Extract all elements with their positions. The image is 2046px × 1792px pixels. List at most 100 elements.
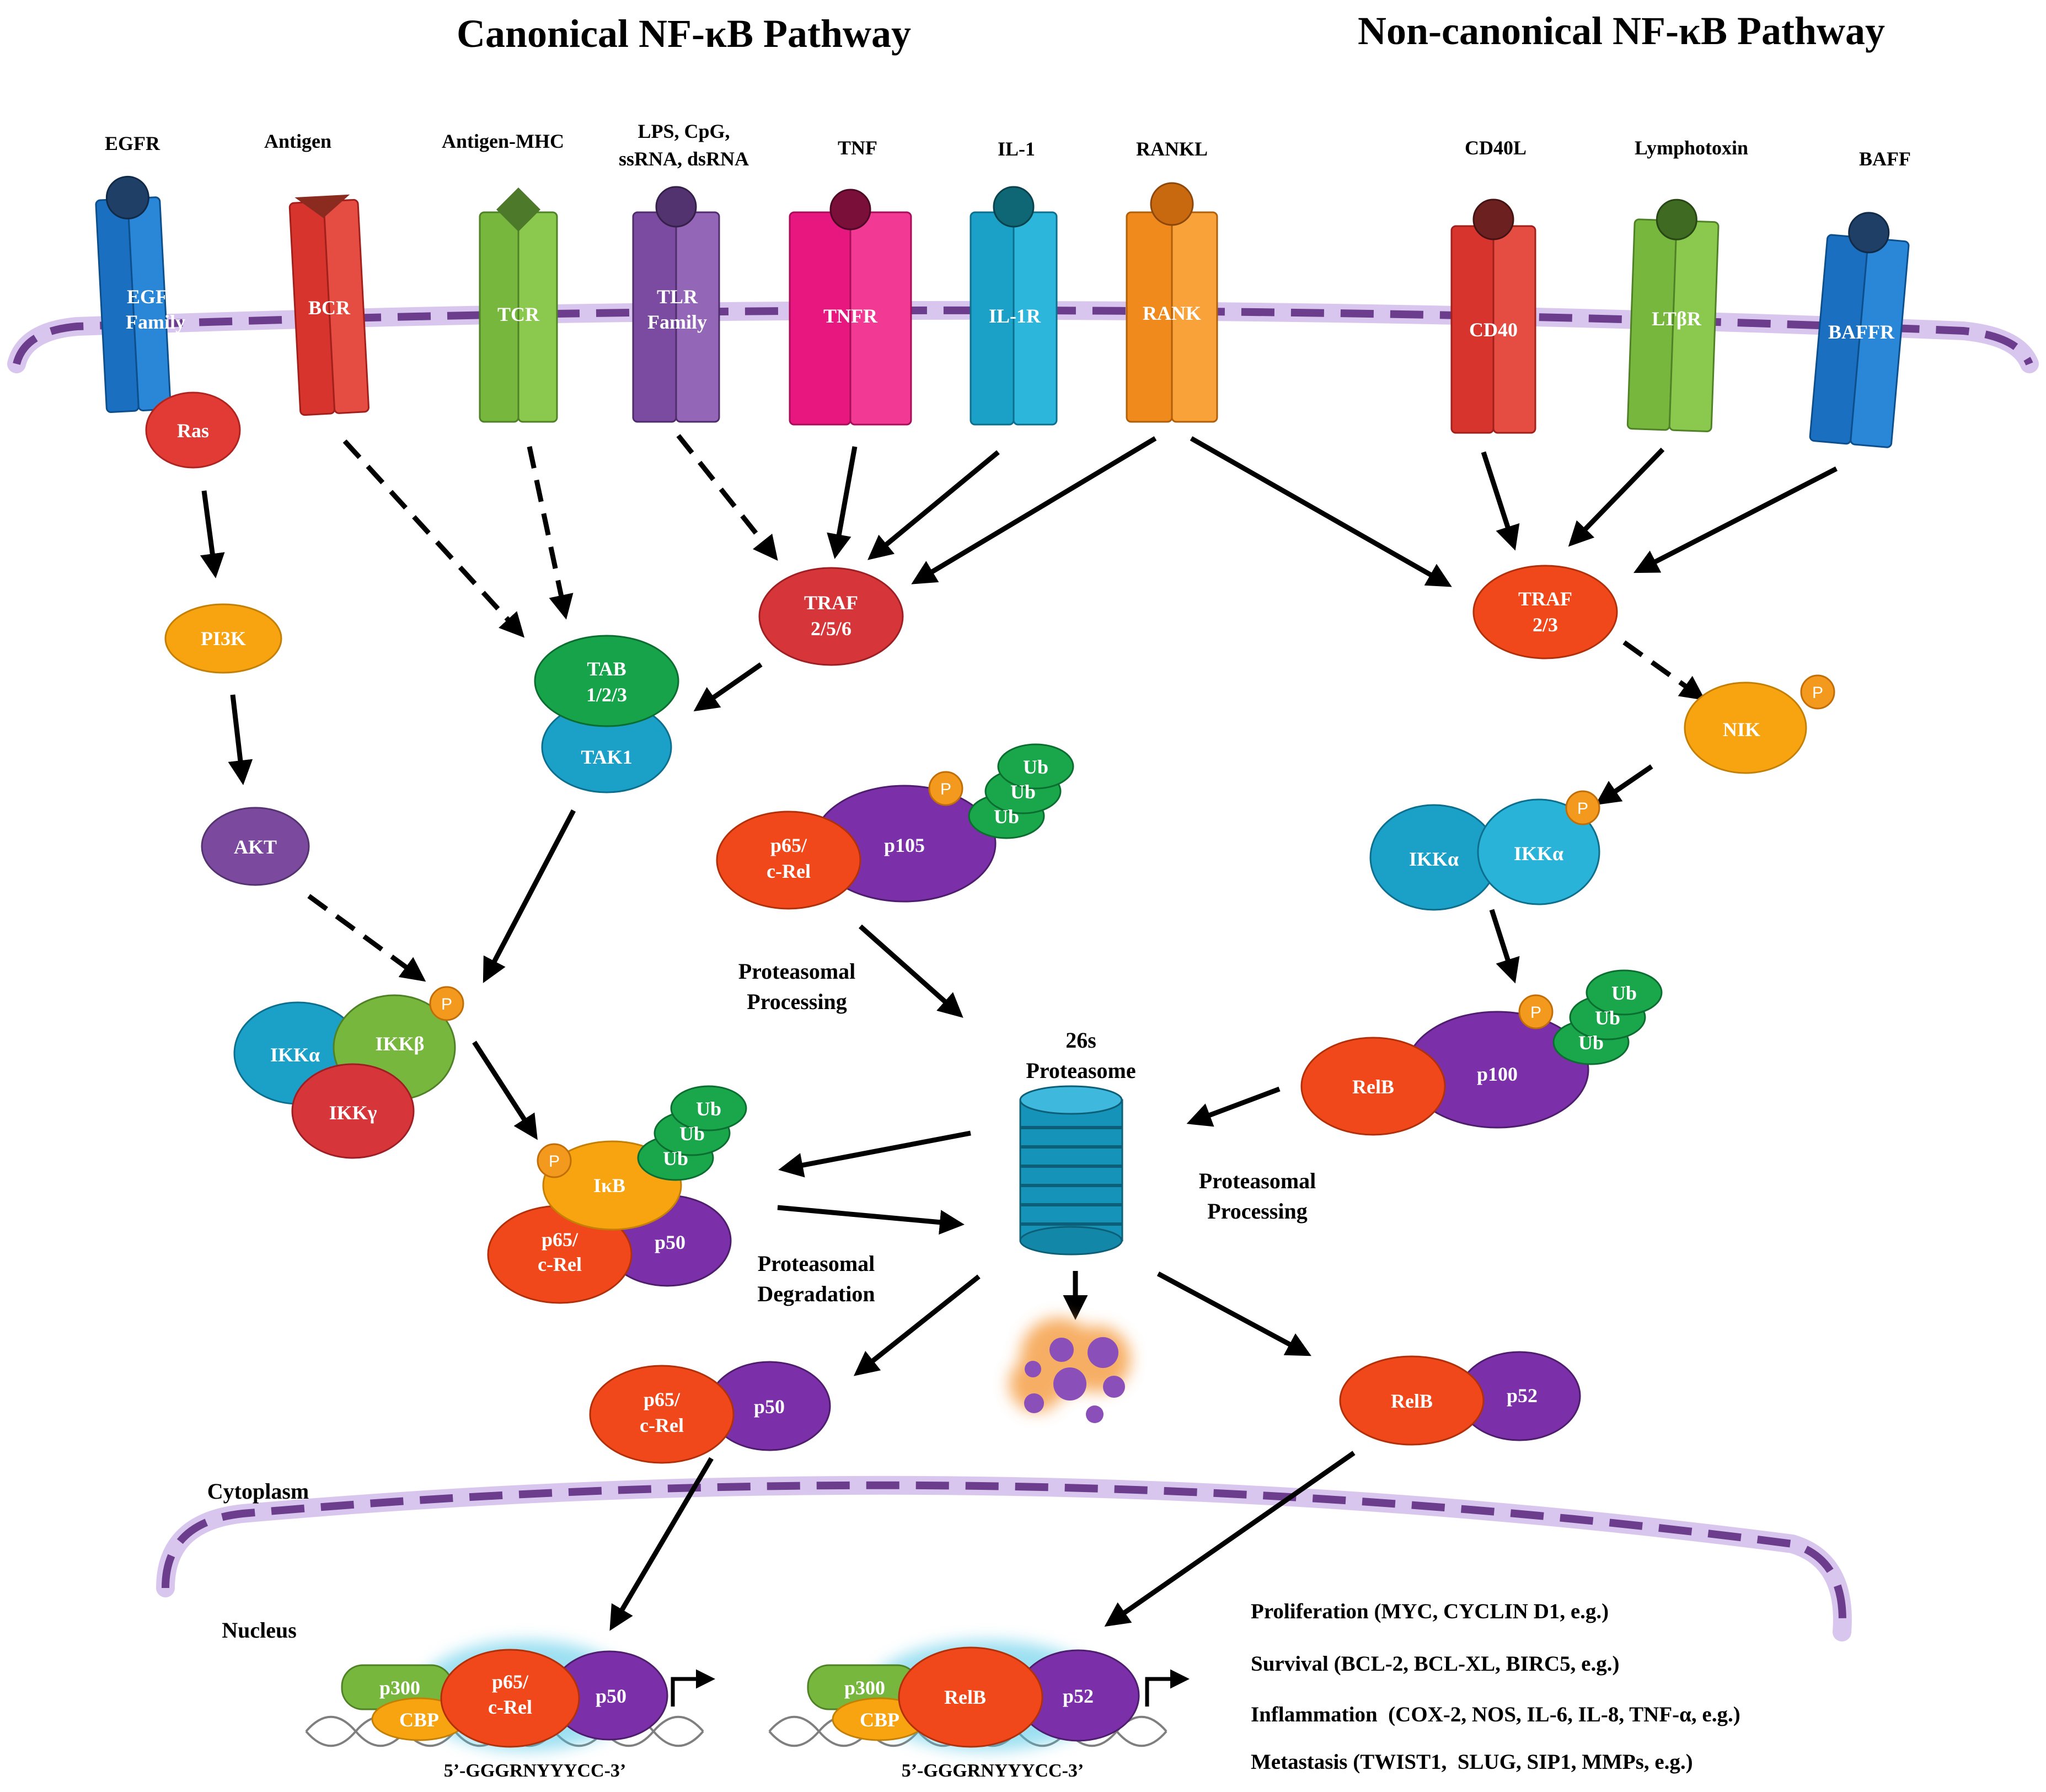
phospho-icon xyxy=(1565,790,1600,825)
arrows-dashed xyxy=(307,434,1706,982)
consensus-sequence-left: 5’-GGGRNYYYCC-3’ xyxy=(444,1761,626,1781)
node-akt-label: AKT xyxy=(234,836,277,858)
node-tak1-label: TAK1 xyxy=(581,746,632,768)
ligand-antigen-mhc-label: Antigen-MHC xyxy=(442,130,564,152)
receptor-egfr-family xyxy=(95,175,172,414)
proteasomal-processing-label-2: Processing xyxy=(747,989,847,1014)
outcome-inflammation: Inflammation (COX-2, NOS, IL-6, IL-8, TN… xyxy=(1251,1703,1740,1726)
receptor-rank-label: RANK xyxy=(1143,302,1201,324)
phospho-label: P xyxy=(1812,684,1823,702)
node-p300-label: p300 xyxy=(379,1677,420,1699)
ligand-rankl-label: RANKL xyxy=(1136,138,1208,160)
node-nik-label: NIK xyxy=(1723,718,1760,741)
arrows-solid xyxy=(200,436,1838,1631)
node-cbp-label: CBP xyxy=(860,1709,899,1731)
node-traf-23: TRAF 2/3 xyxy=(1472,565,1618,659)
node-p105-label: p105 xyxy=(884,834,925,856)
ubiquitin-label: Ub xyxy=(1595,1007,1620,1029)
transcription-start-icon xyxy=(671,1669,715,1707)
phospho-label: P xyxy=(1577,800,1588,818)
node-traf-256-label-2: 2/5/6 xyxy=(811,618,851,640)
ubiquitin-label: Ub xyxy=(1578,1032,1604,1054)
ubiquitin-label: Ub xyxy=(1010,781,1036,803)
node-p52-label: p52 xyxy=(1507,1385,1538,1407)
node-tab: TAB 1/2/3 xyxy=(534,635,679,727)
node-ikb-label: IκB xyxy=(593,1174,625,1197)
transcription-complex-left: p300 CBP p65/ c-Rel p50 xyxy=(341,1640,715,1751)
phospho-label: P xyxy=(1530,1004,1541,1022)
phospho-icon xyxy=(928,771,963,806)
receptor-egfr-label-2: Family xyxy=(126,311,185,333)
node-p65-label-2: c-Rel xyxy=(640,1414,684,1436)
node-cbp-label: CBP xyxy=(399,1709,439,1731)
node-akt: AKT xyxy=(201,807,310,886)
node-p50-label: p50 xyxy=(596,1685,626,1707)
receptor-il1r xyxy=(970,186,1058,426)
node-ikka-dimer: IKKα IKKα P xyxy=(1369,790,1600,911)
ubiquitin-label: Ub xyxy=(1023,756,1048,778)
receptor-tnfr-label: TNFR xyxy=(823,305,878,327)
ligand-lps-label-2: ssRNA, dsRNA xyxy=(619,148,749,170)
receptor-baffr-label: BAFFR xyxy=(1828,321,1895,343)
ubiquitin-icon xyxy=(670,1085,747,1131)
ligand-lymphotoxin-label: Lymphotoxin xyxy=(1635,137,1748,159)
node-p65-label: p65/ xyxy=(644,1388,681,1410)
receptor-tlr-label-2: Family xyxy=(647,311,707,333)
consensus-sequence-right: 5’-GGGRNYYYCC-3’ xyxy=(902,1761,1084,1781)
node-nik: NIK P xyxy=(1684,674,1835,774)
ligand-tnf-label: TNF xyxy=(838,137,877,159)
phospho-label: P xyxy=(549,1152,560,1171)
receptor-egfr-label: EGFR xyxy=(127,286,183,308)
outcome-proliferation: Proliferation (MYC, CYCLIN D1, e.g.) xyxy=(1251,1600,1609,1623)
cytoplasm-label: Cytoplasm xyxy=(207,1479,309,1504)
transcription-complex-right: p300 CBP RelB p52 xyxy=(807,1640,1190,1751)
receptor-bcr xyxy=(288,194,369,416)
receptor-tnfr xyxy=(789,189,912,426)
proteasome-label-2: Proteasome xyxy=(1026,1058,1136,1083)
node-p65-p50-dimer: p65/ c-Rel p50 xyxy=(589,1361,831,1464)
phospho-label: P xyxy=(441,995,452,1013)
proteasomal-processing-label-2: Processing xyxy=(1207,1199,1307,1224)
node-traf-256: TRAF 2/5/6 xyxy=(758,567,904,666)
node-pi3k-label: PI3K xyxy=(201,627,246,650)
nucleus-label: Nucleus xyxy=(222,1618,297,1643)
node-ikkg-label: IKKγ xyxy=(329,1102,377,1124)
node-ras-label: Ras xyxy=(177,420,209,442)
ligand-egfr-label: EGFR xyxy=(105,132,160,154)
proteasomal-degradation-label-2: Degradation xyxy=(757,1281,875,1306)
phospho-icon xyxy=(1518,994,1554,1029)
proteasomal-processing-label: Proteasomal xyxy=(738,959,856,984)
ligand-il1-label: IL-1 xyxy=(998,138,1035,160)
ubiquitin-label: Ub xyxy=(679,1123,705,1145)
outcome-survival: Survival (BCL-2, BCL-XL, BIRC5, e.g.) xyxy=(1251,1652,1619,1676)
receptor-cd40-label: CD40 xyxy=(1469,319,1518,341)
node-ikkb-label: IKKβ xyxy=(376,1033,425,1055)
noncanonical-heading: Non-canonical NF-κB Pathway xyxy=(1358,9,1885,53)
receptor-il1r-label: IL-1R xyxy=(989,305,1041,327)
phospho-icon xyxy=(1800,674,1835,710)
proteasome xyxy=(1019,1085,1123,1256)
transcription-start-icon xyxy=(1145,1669,1190,1707)
node-tab-label-2: 1/2/3 xyxy=(586,684,627,706)
node-ikk-complex: IKKα IKKβ IKKγ P xyxy=(233,986,464,1159)
node-relb-p100: RelB p100 P Ub Ub Ub xyxy=(1300,969,1663,1136)
receptor-tlr-label: TLR xyxy=(657,286,698,308)
ubiquitin-icon xyxy=(997,743,1074,790)
proteasomal-processing-label: Proteasomal xyxy=(1199,1168,1316,1193)
node-p65-label: p65/ xyxy=(542,1228,579,1251)
receptor-rank xyxy=(1126,182,1218,423)
ubiquitin-label: Ub xyxy=(994,806,1019,828)
node-tak1: TAK1 xyxy=(541,701,672,793)
node-ikka-label: IKKα xyxy=(270,1044,320,1066)
node-relb-label: RelB xyxy=(944,1686,986,1708)
node-p65-label: p65/ xyxy=(770,834,807,856)
ligand-antigen-label: Antigen xyxy=(264,130,331,152)
node-relb-label: RelB xyxy=(1391,1390,1433,1412)
ubiquitin-label: Ub xyxy=(1611,982,1637,1004)
ligand-cd40l-label: CD40L xyxy=(1465,137,1527,159)
ligand-baff-label: BAFF xyxy=(1859,148,1911,170)
node-p52-label: p52 xyxy=(1063,1685,1094,1707)
node-p300-label: p300 xyxy=(844,1677,885,1699)
node-relb-label: RelB xyxy=(1352,1076,1394,1098)
ligand-lps-label: LPS, CpG, xyxy=(638,120,730,142)
